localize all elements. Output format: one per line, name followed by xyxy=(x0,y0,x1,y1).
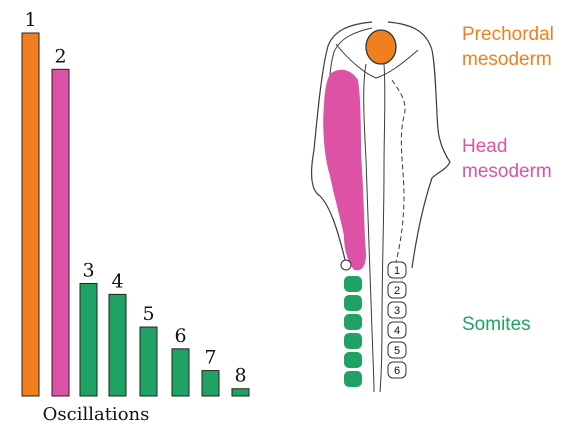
left-somite xyxy=(344,276,362,292)
bar-number-4: 4 xyxy=(111,270,123,292)
oscillation-bars xyxy=(22,33,249,396)
somite-number-5: 5 xyxy=(394,345,400,357)
embryo-right-inner-outline xyxy=(392,80,405,262)
prechordal-label-line2: mesoderm xyxy=(462,49,552,70)
bar-number-6: 6 xyxy=(174,325,186,347)
oscillation-bar-7 xyxy=(202,371,219,396)
oscillation-bar-5 xyxy=(140,327,157,396)
left-somite xyxy=(344,295,362,311)
left-somite xyxy=(344,352,362,368)
bar-number-3: 3 xyxy=(82,259,94,281)
left-somite-column xyxy=(344,276,362,387)
oscillation-bar-6 xyxy=(172,349,189,396)
neural-tube-right-wall xyxy=(380,64,385,392)
left-somite xyxy=(344,333,362,349)
bar-number-2: 2 xyxy=(54,45,66,67)
somite-number-1: 1 xyxy=(394,265,400,277)
embryo-diagram: 1 2 3 4 5 6 xyxy=(312,22,450,392)
bar-number-5: 5 xyxy=(142,303,154,325)
head-mesoderm-label-line1: Head xyxy=(462,136,507,157)
head-mesoderm xyxy=(323,70,366,271)
embryo-right-outline xyxy=(388,22,450,268)
oscillation-bar-8 xyxy=(232,389,249,396)
oscillation-bar-1 xyxy=(22,33,39,396)
x-axis-title: Oscillations xyxy=(43,404,150,425)
bar-number-7: 7 xyxy=(204,347,216,369)
prechordal-mesoderm xyxy=(366,30,396,64)
oscillation-bar-4 xyxy=(109,294,126,396)
somite-number-4: 4 xyxy=(394,325,400,337)
neural-tube-left-wall xyxy=(364,64,374,392)
head-mesoderm-notch xyxy=(341,260,351,270)
prechordal-label-line1: Prechordal xyxy=(462,24,554,45)
somite-number-2: 2 xyxy=(394,285,400,297)
bar-number-8: 8 xyxy=(234,365,246,387)
somite-number-3: 3 xyxy=(394,305,400,317)
somites-label: Somites xyxy=(462,314,531,335)
left-somite xyxy=(344,371,362,387)
oscillation-bar-3 xyxy=(80,283,97,396)
oscillation-bar-2 xyxy=(52,69,69,396)
bar-number-1: 1 xyxy=(24,9,36,31)
somite-number-6: 6 xyxy=(394,365,400,377)
right-somite-column: 1 2 3 4 5 6 xyxy=(388,262,406,378)
left-somite xyxy=(344,314,362,330)
head-mesoderm-label-line2: mesoderm xyxy=(462,161,552,182)
